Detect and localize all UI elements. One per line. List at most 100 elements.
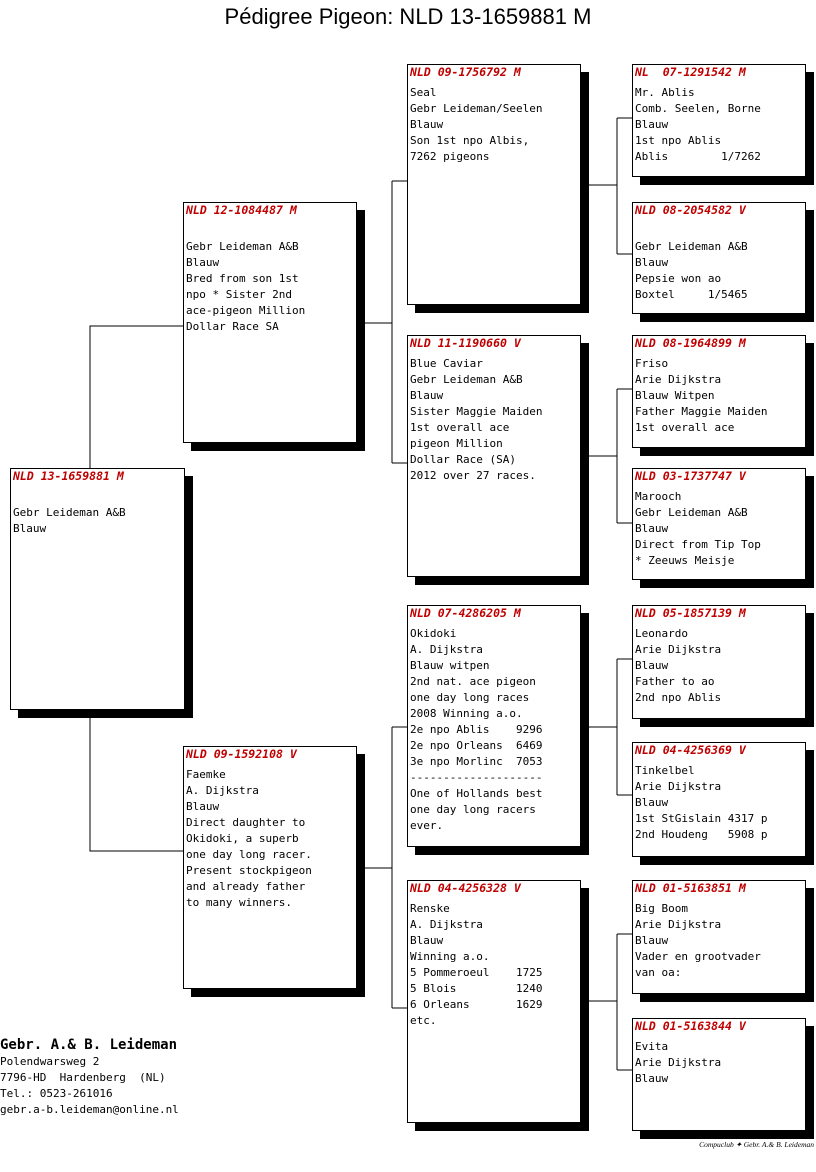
owner-name: Gebr. A.& B. Leideman: [0, 1037, 178, 1053]
detail-line: 5 Pommeroeul 1725: [410, 966, 543, 979]
detail-line: Blauw: [635, 522, 669, 535]
detail-line: to many winners.: [186, 896, 292, 909]
ring-number: NLD 09-1592108 V: [186, 747, 297, 761]
ring-number: NLD 09-1756792 M: [410, 65, 521, 79]
detail-line: A. Dijkstra: [410, 918, 483, 931]
detail-line: 1st StGislain 4317 p: [635, 812, 768, 825]
detail-line: one day long races: [410, 691, 530, 704]
detail-line: 6 Orleans 1629: [410, 998, 543, 1011]
detail-line: Blauw: [635, 1072, 669, 1085]
detail-line: Okidoki, a superb: [186, 832, 299, 845]
ring-number: NLD 13-1659881 M: [13, 469, 124, 483]
detail-line: Direct from Tip Top: [635, 538, 761, 551]
detail-line: Bred from son 1st: [186, 272, 299, 285]
detail-line: Blue Caviar: [410, 357, 483, 370]
detail-line: 2008 Winning a.o.: [410, 707, 523, 720]
detail-line: Renske: [410, 902, 450, 915]
detail-line: Gebr Leideman A&B: [186, 240, 299, 253]
detail-line: Blauw: [635, 256, 669, 269]
detail-line: Blauw: [635, 118, 669, 131]
detail-line: Gebr Leideman A&B: [635, 506, 748, 519]
detail-line: Blauw Witpen: [635, 389, 715, 402]
detail-line: Gebr Leideman A&B: [410, 373, 523, 386]
detail-line: van oa:: [635, 966, 682, 979]
detail-line: 1st npo Ablis: [635, 134, 722, 147]
detail-line: 1st overall ace: [635, 421, 735, 434]
ring-number: NLD 04-4256369 V: [635, 743, 746, 757]
detail-line: Faemke: [186, 768, 226, 781]
detail-line: etc.: [410, 1014, 437, 1027]
owner-info: Gebr. A.& B. Leideman Polendwarsweg 2 77…: [0, 1036, 179, 1118]
detail-line: Friso: [635, 357, 669, 370]
detail-line: Blauw: [13, 522, 47, 535]
detail-line: Blauw: [635, 796, 669, 809]
detail-line: Blauw: [410, 118, 444, 131]
page-title: Pédigree Pigeon: NLD 13-1659881 M: [224, 4, 592, 29]
detail-line: Blauw witpen: [410, 659, 490, 672]
detail-line: Seal: [410, 86, 437, 99]
detail-line: npo * Sister 2nd: [186, 288, 292, 301]
detail-line: ever.: [410, 819, 444, 832]
detail-line: Father Maggie Maiden: [635, 405, 768, 418]
detail-line: A. Dijkstra: [410, 643, 483, 656]
detail-line: Dollar Race SA: [186, 320, 279, 333]
detail-line: 2nd Houdeng 5908 p: [635, 828, 768, 841]
ring-number: NLD 03-1737747 V: [635, 469, 746, 483]
detail-line: Sister Maggie Maiden: [410, 405, 543, 418]
ring-number: NL 07-1291542 M: [635, 65, 746, 79]
detail-line: 2e npo Ablis 9296: [410, 723, 543, 736]
detail-line: Winning a.o.: [410, 950, 490, 963]
ring-number: NLD 01-5163844 V: [635, 1019, 746, 1033]
detail-line: One of Hollands best: [410, 787, 543, 800]
detail-line: Present stockpigeon: [186, 864, 312, 877]
detail-line: 5 Blois 1240: [410, 982, 543, 995]
ring-number: NLD 08-1964899 M: [635, 336, 746, 350]
detail-line: Okidoki: [410, 627, 457, 640]
detail-line: Gebr Leideman A&B: [635, 240, 748, 253]
detail-line: 3e npo Morlinc 7053: [410, 755, 543, 768]
detail-line: A. Dijkstra: [186, 784, 259, 797]
owner-city: 7796-HD Hardenberg (NL): [0, 1071, 166, 1084]
ring-number: NLD 07-4286205 M: [410, 606, 521, 620]
detail-line: 2e npo Orleans 6469: [410, 739, 543, 752]
detail-line: one day long racer.: [186, 848, 312, 861]
ring-number: NLD 08-2054582 V: [635, 203, 746, 217]
detail-line: Leonardo: [635, 627, 688, 640]
detail-line: Marooch: [635, 490, 682, 503]
detail-line: Blauw: [635, 934, 669, 947]
detail-line: Big Boom: [635, 902, 688, 915]
detail-line: Pepsie won ao: [635, 272, 722, 285]
footer-credit: Compuclub ✦ Gebr. A.& B. Leideman: [699, 1140, 814, 1149]
detail-line: Dollar Race (SA): [410, 453, 516, 466]
detail-line: 1st overall ace: [410, 421, 510, 434]
detail-line: Arie Dijkstra: [635, 373, 722, 386]
detail-line: Blauw: [186, 800, 220, 813]
ring-number: NLD 11-1190660 V: [410, 336, 521, 350]
detail-line: pigeon Million: [410, 437, 503, 450]
